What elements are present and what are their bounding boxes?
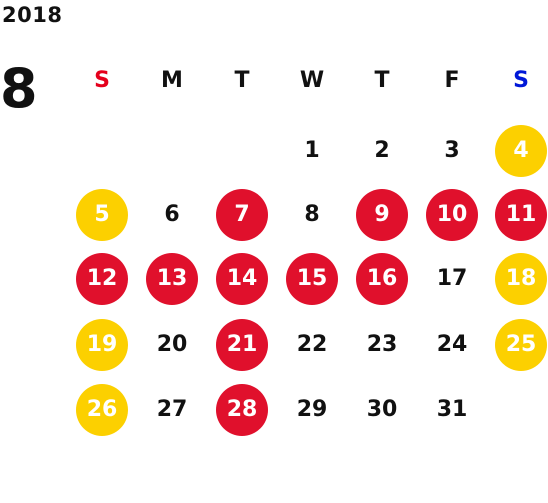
calendar-day-red-marked[interactable]: 9 — [356, 189, 408, 241]
calendar-day[interactable]: 20 — [156, 332, 188, 357]
calendar-day[interactable]: 2 — [374, 138, 390, 163]
calendar-day[interactable]: 29 — [296, 397, 328, 422]
calendar-day[interactable]: 1 — [304, 138, 320, 163]
calendar-day[interactable]: 17 — [436, 266, 468, 291]
calendar-day[interactable]: 31 — [436, 397, 468, 422]
weekday-label-weekday: W — [299, 68, 325, 93]
calendar-day-yellow-marked[interactable]: 18 — [495, 253, 547, 305]
calendar-day[interactable]: 3 — [444, 138, 460, 163]
weekday-label-weekday: M — [161, 68, 183, 93]
weekday-label-sunday: S — [94, 68, 110, 93]
calendar-day-red-marked[interactable]: 10 — [426, 189, 478, 241]
weekday-label-saturday: S — [513, 68, 529, 93]
calendar-day-red-marked[interactable]: 7 — [216, 189, 268, 241]
calendar-day-yellow-marked[interactable]: 26 — [76, 384, 128, 436]
calendar-day-red-marked[interactable]: 21 — [216, 319, 268, 371]
calendar-day-yellow-marked[interactable]: 5 — [76, 189, 128, 241]
calendar-year: 2018 — [2, 3, 63, 27]
calendar-day[interactable]: 23 — [366, 332, 398, 357]
calendar-day[interactable]: 8 — [304, 202, 320, 227]
calendar-day-red-marked[interactable]: 13 — [146, 253, 198, 305]
weekday-label-weekday: F — [444, 68, 460, 93]
calendar-day-red-marked[interactable]: 14 — [216, 253, 268, 305]
calendar-day[interactable]: 22 — [296, 332, 328, 357]
calendar-day[interactable]: 30 — [366, 397, 398, 422]
weekday-label-weekday: T — [374, 68, 390, 93]
calendar-day-red-marked[interactable]: 16 — [356, 253, 408, 305]
calendar-day-yellow-marked[interactable]: 25 — [495, 319, 547, 371]
calendar-day-red-marked[interactable]: 28 — [216, 384, 268, 436]
calendar-day[interactable]: 6 — [164, 202, 180, 227]
calendar-day-red-marked[interactable]: 11 — [495, 189, 547, 241]
calendar-day-red-marked[interactable]: 15 — [286, 253, 338, 305]
calendar-month-number: 8 — [0, 57, 38, 120]
calendar-day-yellow-marked[interactable]: 19 — [76, 319, 128, 371]
calendar-day[interactable]: 27 — [156, 397, 188, 422]
weekday-label-weekday: T — [234, 68, 250, 93]
calendar-day[interactable]: 24 — [436, 332, 468, 357]
calendar-day-red-marked[interactable]: 12 — [76, 253, 128, 305]
calendar-day-yellow-marked[interactable]: 4 — [495, 125, 547, 177]
